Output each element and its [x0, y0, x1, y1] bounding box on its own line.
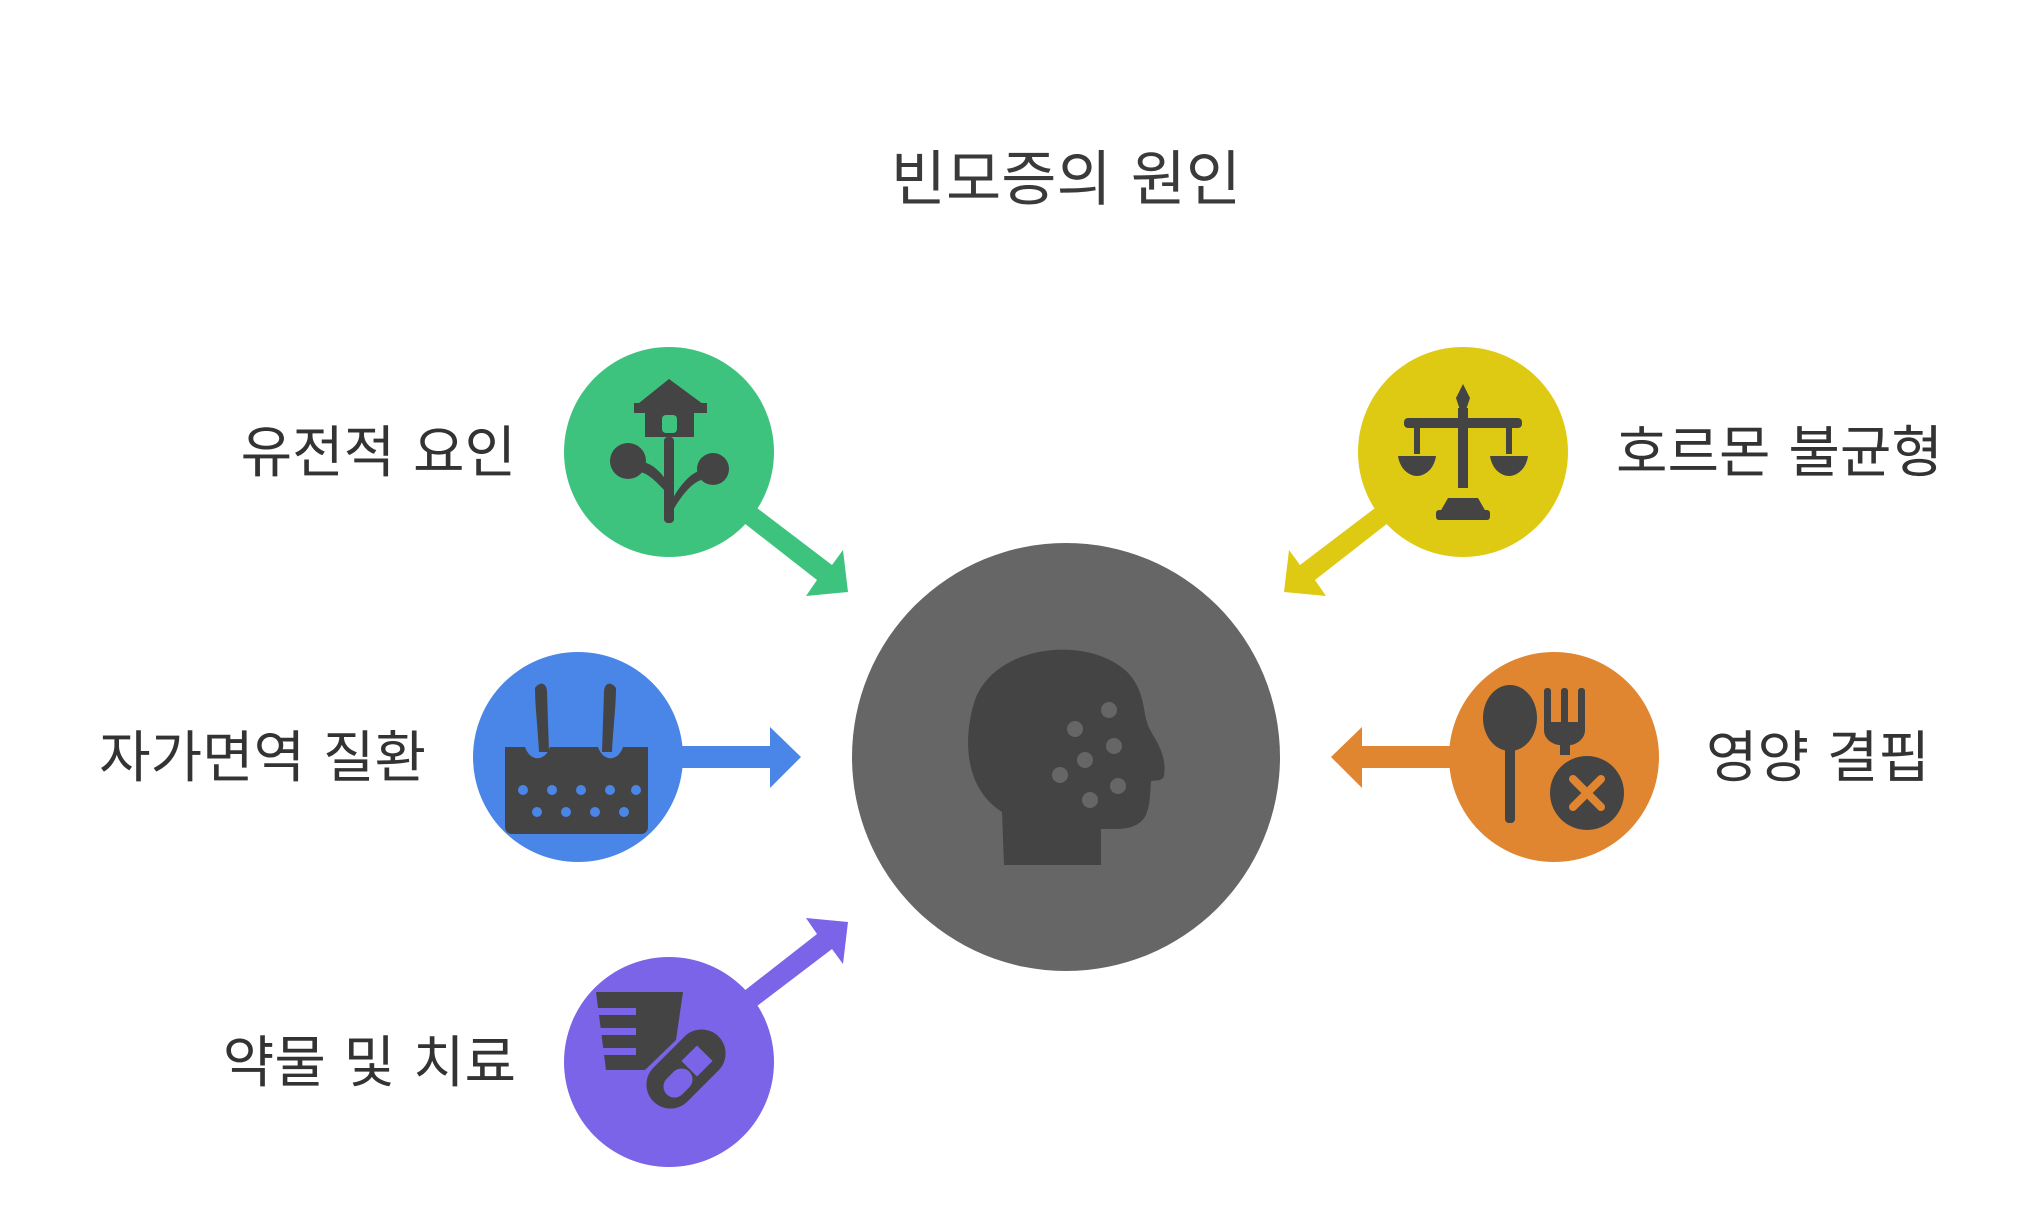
cancel-x: [1569, 775, 1605, 811]
spoon-fork-cancel-icon: [1483, 685, 1624, 830]
scalp-dots: [1052, 702, 1126, 808]
cause-node-nutritional: 영양 결핍: [1331, 652, 1930, 862]
nutritional-circle: [1449, 652, 1659, 862]
cause-node-medication: 약물 및 치료: [223, 918, 848, 1167]
hormonal-label: 호르몬 불균형: [1616, 421, 1943, 486]
cause-node-hormonal: 호르몬 불균형: [1284, 347, 1943, 596]
nutritional-label: 영양 결핍: [1706, 726, 1930, 791]
dna-tree-icon: [610, 379, 729, 523]
medication-arrow: [744, 918, 848, 1006]
diagram-title: 빈모증의 원인: [891, 145, 1241, 215]
nutritional-arrow: [1331, 727, 1462, 788]
medication-label: 약물 및 치료: [223, 1031, 516, 1096]
center-node: [852, 543, 1280, 971]
hormonal-arrow: [1284, 508, 1388, 596]
autoimmune-arrow: [670, 727, 801, 788]
autoimmune-label: 자가면역 질환: [99, 726, 426, 791]
cause-node-autoimmune: 자가면역 질환: [99, 652, 801, 862]
genetic-house-window: [662, 415, 677, 433]
skin-cells: [518, 785, 641, 817]
cause-node-genetic: 유전적 요인: [241, 347, 848, 596]
genetic-arrow: [744, 508, 848, 596]
head-scalp-icon: [968, 649, 1165, 865]
balance-scale-icon: [1398, 384, 1528, 520]
genetic-label: 유전적 요인: [241, 421, 516, 486]
